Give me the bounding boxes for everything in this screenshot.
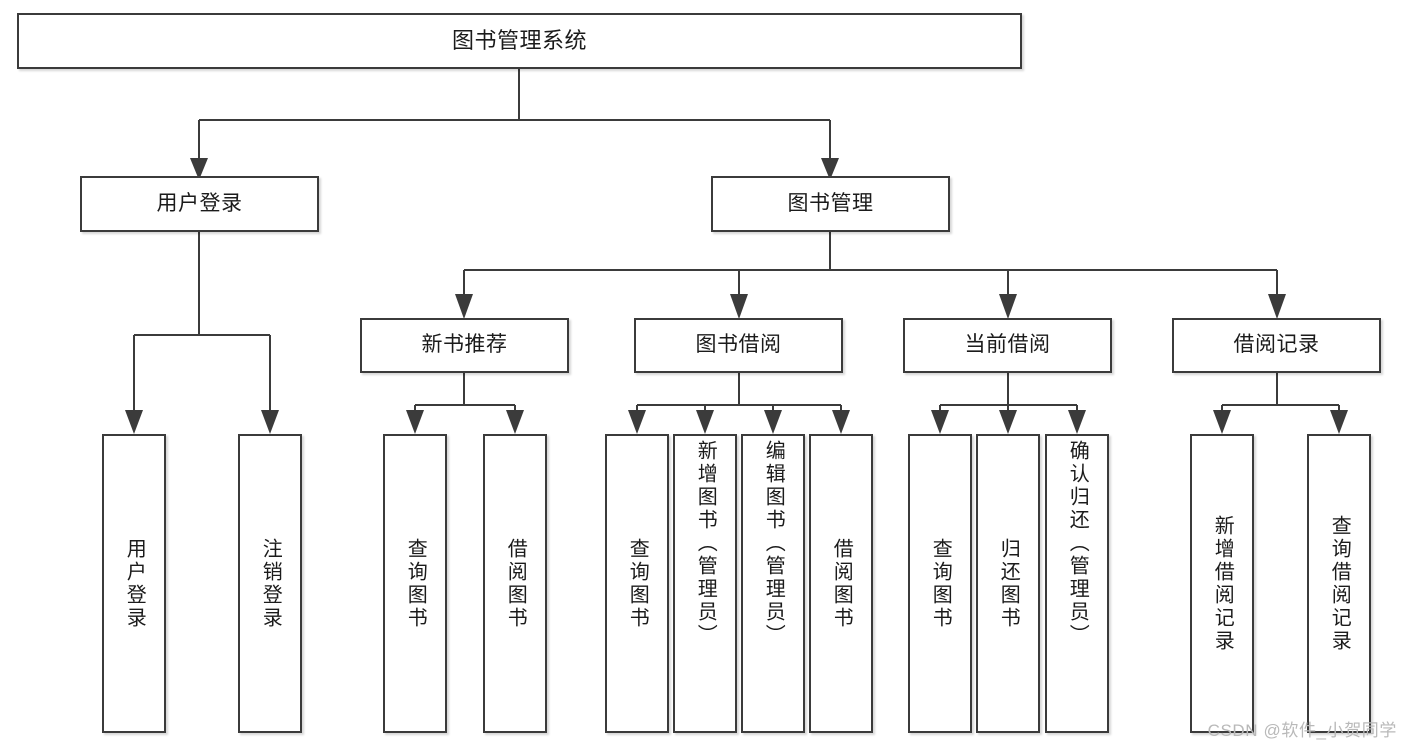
leaf-query-book-current-label: 查询图书 [929, 537, 952, 630]
leaf-borrow-book-recommend-label: 借阅图书 [504, 537, 527, 630]
node-root-label: 图书管理系统 [451, 28, 587, 54]
leaf-borrow-book[interactable]: 借阅图书 [809, 434, 873, 733]
leaf-query-book-borrow[interactable]: 查询图书 [605, 434, 669, 733]
leaf-add-borrow-record-label: 新增借阅记录 [1211, 514, 1234, 653]
node-new-book-recommend[interactable]: 新书推荐 [360, 318, 569, 373]
leaf-edit-book-admin[interactable]: 编辑图书（管理员） [741, 434, 805, 733]
node-book-management[interactable]: 图书管理 [711, 176, 950, 232]
node-new-book-recommend-label: 新书推荐 [421, 333, 508, 357]
leaf-borrow-book-recommend[interactable]: 借阅图书 [483, 434, 547, 733]
leaf-logout[interactable]: 注销登录 [238, 434, 302, 733]
node-borrow-record[interactable]: 借阅记录 [1172, 318, 1381, 373]
node-book-management-label: 图书管理 [787, 191, 874, 215]
leaf-confirm-return-admin[interactable]: 确认归还（管理员） [1045, 434, 1109, 733]
leaf-user-login-label: 用户登录 [123, 537, 146, 630]
leaf-borrow-book-label: 借阅图书 [830, 537, 853, 630]
leaf-query-borrow-record[interactable]: 查询借阅记录 [1307, 434, 1371, 733]
node-root[interactable]: 图书管理系统 [17, 13, 1022, 69]
leaf-edit-book-admin-label: 编辑图书（管理员） [762, 440, 785, 647]
leaf-query-book-borrow-label: 查询图书 [626, 537, 649, 630]
leaf-query-book-recommend[interactable]: 查询图书 [383, 434, 447, 733]
leaf-query-book-current[interactable]: 查询图书 [908, 434, 972, 733]
leaf-return-book[interactable]: 归还图书 [976, 434, 1040, 733]
leaf-return-book-label: 归还图书 [997, 537, 1020, 630]
node-book-borrow[interactable]: 图书借阅 [634, 318, 843, 373]
leaf-add-book-admin[interactable]: 新增图书（管理员） [673, 434, 737, 733]
leaf-logout-label: 注销登录 [259, 537, 282, 630]
leaf-user-login[interactable]: 用户登录 [102, 434, 166, 733]
leaf-add-book-admin-label: 新增图书（管理员） [694, 440, 717, 647]
node-user-login[interactable]: 用户登录 [80, 176, 319, 232]
node-current-borrow[interactable]: 当前借阅 [903, 318, 1112, 373]
leaf-query-borrow-record-label: 查询借阅记录 [1328, 514, 1351, 653]
leaf-add-borrow-record[interactable]: 新增借阅记录 [1190, 434, 1254, 733]
csdn-watermark: CSDN @软件_小贺同学 [1207, 721, 1397, 740]
node-current-borrow-label: 当前借阅 [964, 333, 1051, 357]
node-book-borrow-label: 图书借阅 [695, 333, 782, 357]
node-borrow-record-label: 借阅记录 [1233, 333, 1320, 357]
leaf-confirm-return-admin-label: 确认归还（管理员） [1066, 440, 1089, 647]
node-user-login-label: 用户登录 [156, 191, 243, 215]
leaf-query-book-recommend-label: 查询图书 [404, 537, 427, 630]
